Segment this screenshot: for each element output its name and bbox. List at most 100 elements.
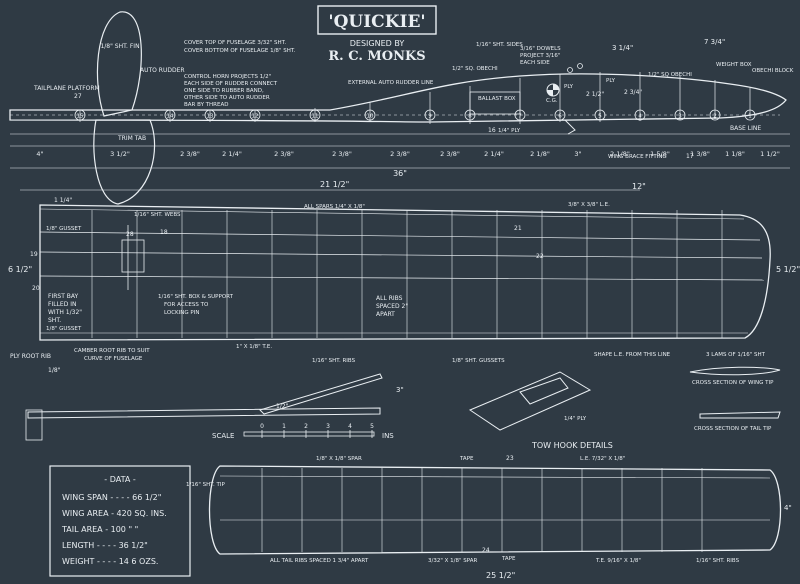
title-block: 'QUICKIE' DESIGNED BY R. C. MONKS — [317, 5, 437, 64]
station-dimension: 1 3/8" — [690, 150, 710, 158]
tail-le-label: L.E. 7/32" X 1/8" — [580, 456, 625, 462]
station-marker — [424, 109, 436, 121]
station-number: 10 — [367, 114, 374, 120]
lams-label: 3 LAMS OF 1/16" SHT — [706, 352, 766, 358]
num-22: 22 — [536, 253, 544, 260]
leading-edge-line — [39, 208, 745, 220]
scale-label: SCALE — [212, 432, 234, 440]
station-number: 7 — [518, 114, 522, 120]
dim-2-3-4: 2 3/4" — [624, 89, 642, 96]
station-dimension: 3" — [574, 150, 581, 158]
tail-underfin-outline — [93, 119, 156, 205]
station-marker — [744, 109, 756, 121]
station-marker — [164, 109, 176, 121]
station-number: 6 — [558, 114, 562, 120]
camber-note-1: CAMBER ROOT RIB TO SUIT — [74, 348, 150, 354]
tow-hook-side — [564, 119, 576, 135]
tail-ribs-label: ALL TAIL RIBS SPACED 1 3/4" APART — [270, 558, 369, 564]
station-number: 3 — [678, 114, 682, 120]
station-dimension: 1 1/2" — [760, 150, 780, 158]
station-dimension: 4" — [36, 150, 43, 158]
station-number: 4 — [638, 114, 642, 120]
scale-tick-label: 2 — [304, 423, 308, 430]
scale-tick-label: 4 — [348, 423, 352, 430]
tip-dim: 1 1/4" — [54, 197, 72, 204]
auto-rudder-label: AUTO RUDDER — [140, 67, 185, 74]
station-marker — [249, 109, 261, 121]
dim-1-8: 1/8" — [48, 367, 61, 374]
dim-2-1-2: 2 1/2" — [586, 91, 604, 98]
root-chord-dim: 6 1/2" — [8, 265, 32, 274]
title-frame — [317, 5, 437, 35]
tailplane-plan-view: 1/8" X 1/8" SPAR TAPE L.E. 7/32" X 1/8" … — [186, 455, 792, 580]
tailplane-outline — [208, 465, 782, 555]
scale-units: INS — [382, 432, 394, 440]
station-number: 5 — [598, 114, 602, 120]
first-bay-2: FILLED IN — [48, 301, 76, 308]
fin-label: 1/8" SHT. FIN — [100, 43, 139, 50]
data-row-wing-area: WING AREA - 420 SQ. INS. — [62, 509, 167, 518]
designed-by-label: DESIGNED BY — [350, 39, 405, 48]
total-length-dim: 36" — [393, 169, 407, 178]
wing-tip-section — [689, 366, 781, 376]
station-number: 9 — [428, 114, 432, 120]
platform-number: 27 — [74, 93, 82, 100]
le-label: 3/8" X 3/8" L.E. — [568, 202, 610, 208]
station-dimensions: 4"3 1/2"2 3/8"2 1/4"2 3/8"2 3/8"2 3/8"2 … — [36, 150, 779, 158]
tail-te-label: T.E. 9/16" X 1/8" — [595, 558, 641, 564]
tail-tip-label: 1/16" SHT. TIP — [186, 482, 225, 488]
ribs-note-3: APART — [376, 311, 395, 318]
station-marker — [594, 109, 606, 121]
station-dimension: 2 1/4" — [222, 150, 242, 158]
ply-root-label: PLY ROOT RIB — [10, 353, 51, 360]
station-number: 8 — [468, 114, 472, 120]
obechi-block-label: OBECHI BLOCK — [752, 68, 794, 74]
half-span-dim: 21 1/2" — [320, 180, 349, 189]
tip-span-dim: 12" — [632, 182, 646, 191]
tail-sht-ribs-label: 1/16" SHT. RIBS — [696, 558, 740, 564]
spar-mid — [39, 251, 763, 259]
wing-plan-view: 21 1/2" 12" 1 1/4" 1/8" GUSSET 1/16" SHT… — [8, 180, 800, 432]
horn-note-3: ONE SIDE TO RUBBER BAND, — [184, 88, 264, 94]
spar-top — [39, 231, 761, 241]
cover-note-bottom: COVER BOTTOM OF FUSELAGE 1/8" SHT. — [184, 48, 296, 54]
tailplane-platform-label: TAILPLANE PLATFORM — [33, 85, 100, 92]
tail-tape-bottom-label: TAPE — [501, 556, 516, 562]
gusset-bottom-label: 1/8" GUSSET — [46, 326, 82, 332]
station-marker — [364, 109, 376, 121]
cross-section-wing-label: CROSS SECTION OF WING TIP — [692, 380, 774, 386]
tail-ribs — [261, 468, 703, 552]
data-row-tail-area: TAIL AREA - 100 " " — [61, 525, 138, 534]
ribs-note-1: ALL RIBS — [376, 295, 403, 302]
ply-label-2: PLY — [606, 78, 616, 84]
num-19: 19 — [30, 251, 38, 258]
sq-obechi-label: 1/2" SQ. OBECHI — [452, 66, 498, 72]
spar-lower — [39, 275, 765, 281]
station-dimension: 2 3/8" — [440, 150, 460, 158]
tail-chord-dim: 4" — [784, 504, 792, 512]
te-label: 1" X 1/8" T.E. — [236, 344, 272, 350]
wing-outline — [39, 204, 771, 341]
horn-note-2: EACH SIDE OF RUDDER CONNECT — [184, 81, 278, 87]
data-row-weight: WEIGHT - - - - 14 6 OZS. — [62, 557, 158, 566]
dihedral-centre-panel — [27, 407, 381, 419]
dowels-label-1: 3/16" DOWELS — [520, 46, 561, 52]
first-bay-3: WITH 1/32" — [48, 309, 82, 316]
station-marker — [514, 109, 526, 121]
dim-3-1-4: 3 1/4" — [612, 44, 633, 52]
station-number: 12 — [252, 114, 259, 120]
sides-label: 1/16" SHT. SIDES — [476, 42, 523, 48]
dihedral-rise-dim: 3" — [396, 386, 404, 394]
ballast-box — [469, 91, 521, 115]
tail-span-dim: 25 1/2" — [486, 571, 515, 580]
base-line-label: BASE LINE — [730, 125, 761, 132]
station-dimension: 2 1/8" — [610, 150, 630, 158]
first-bay-4: SHT. — [48, 317, 61, 324]
station-marker — [634, 109, 646, 121]
tail-spar-top-label: 1/8" X 1/8" SPAR — [316, 456, 362, 462]
station-number: 15 — [77, 114, 84, 120]
ext-rudder-line-label: EXTERNAL AUTO RUDDER LINE — [348, 80, 434, 86]
tail-tip-section — [699, 411, 781, 419]
